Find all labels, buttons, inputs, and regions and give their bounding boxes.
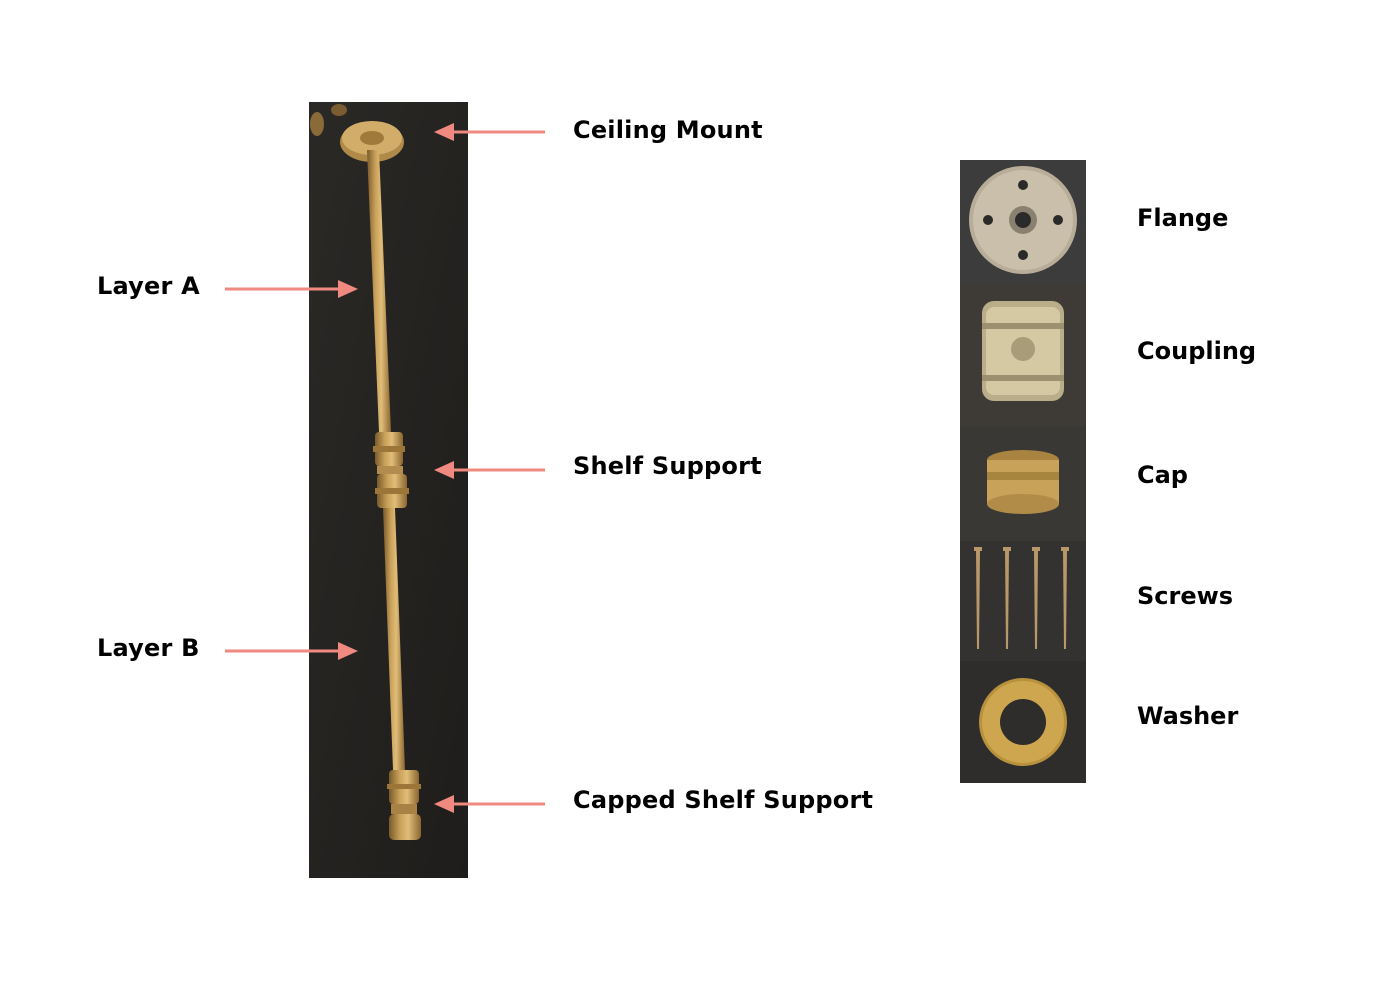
layer-b-arrow (225, 642, 358, 660)
flange-photo (960, 160, 1086, 283)
screws-photo (960, 541, 1086, 661)
coupling-label: Coupling (1137, 337, 1257, 365)
layer-a-arrow (225, 280, 358, 298)
layer-b-label: Layer B (97, 634, 200, 662)
cap-label: Cap (1137, 461, 1188, 489)
rod-assembly-photo (309, 102, 468, 878)
shelf-support-label: Shelf Support (573, 452, 762, 480)
screws-icon (960, 541, 1086, 661)
cap-icon (960, 426, 1086, 541)
flange-icon (960, 160, 1086, 283)
ceiling-mount-label: Ceiling Mount (573, 116, 763, 144)
screws-label: Screws (1137, 582, 1234, 610)
capped-shelf-support-label: Capped Shelf Support (573, 786, 874, 814)
washer-icon (960, 661, 1086, 783)
rod-assembly-illustration (309, 102, 468, 878)
cap-photo (960, 426, 1086, 541)
coupling-icon (960, 283, 1086, 426)
layer-a-label: Layer A (97, 272, 200, 300)
washer-label: Washer (1137, 702, 1239, 730)
flange-label: Flange (1137, 204, 1229, 232)
shelf-support-arrow (434, 461, 545, 479)
capped-shelf-support-arrow (434, 795, 545, 813)
washer-photo (960, 661, 1086, 783)
coupling-photo (960, 283, 1086, 426)
ceiling-mount-arrow (434, 123, 545, 141)
